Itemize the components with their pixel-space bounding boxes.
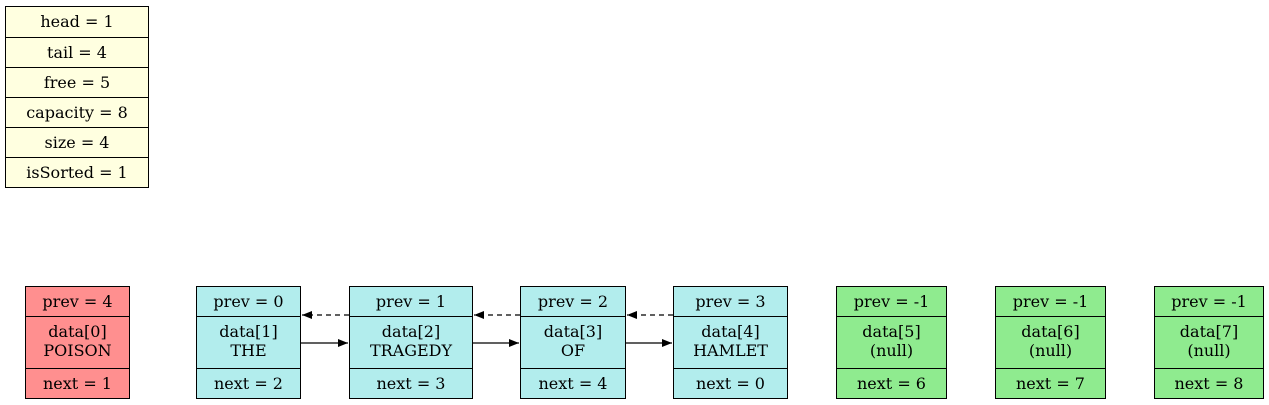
node-data: data[7] (null) <box>1155 317 1263 369</box>
node-next: next = 6 <box>857 374 926 393</box>
node-data-label: data[7] <box>1179 322 1239 341</box>
node-data: data[5] (null) <box>837 317 946 369</box>
node-value: (null) <box>1187 341 1231 360</box>
node-data-label: data[5] <box>862 322 921 341</box>
node-next: next = 1 <box>43 374 112 393</box>
node-prev: prev = 4 <box>26 287 129 317</box>
node-data-label: data[0] <box>48 322 107 341</box>
node-3: prev = 2 data[3] OF next = 4 <box>520 286 626 399</box>
node-prev: prev = -1 <box>1155 287 1263 317</box>
node-data: data[4] HAMLET <box>674 317 787 369</box>
size-field: size = 4 <box>6 127 148 157</box>
tail-field: tail = 4 <box>6 37 148 67</box>
node-5: prev = -1 data[5] (null) next = 6 <box>836 286 947 399</box>
node-data-label: data[3] <box>543 322 603 341</box>
node-4: prev = 3 data[4] HAMLET next = 0 <box>673 286 788 399</box>
node-value: (null) <box>1028 341 1073 360</box>
node-prev: prev = 1 <box>350 287 472 317</box>
node-prev: prev = 0 <box>197 287 300 317</box>
node-data: data[2] TRAGEDY <box>350 317 472 369</box>
node-prev: prev = -1 <box>837 287 946 317</box>
node-value: THE <box>230 341 267 360</box>
node-value: TRAGEDY <box>369 341 453 360</box>
node-next: next = 2 <box>214 374 283 393</box>
node-data: data[3] OF <box>521 317 625 369</box>
node-next: next = 8 <box>1174 374 1244 393</box>
node-data: data[1] THE <box>197 317 300 369</box>
node-next: next = 3 <box>376 374 446 393</box>
node-0: prev = 4 data[0] POISON next = 1 <box>25 286 130 399</box>
node-7: prev = -1 data[7] (null) next = 8 <box>1154 286 1264 399</box>
node-data-label: data[4] <box>701 322 760 341</box>
node-next: next = 7 <box>1016 374 1085 393</box>
node-data-label: data[6] <box>1021 322 1080 341</box>
node-data: data[0] POISON <box>26 317 129 369</box>
node-value: HAMLET <box>693 341 768 360</box>
node-prev: prev = 2 <box>521 287 625 317</box>
node-2: prev = 1 data[2] TRAGEDY next = 3 <box>349 286 473 399</box>
node-value: OF <box>560 341 586 360</box>
capacity-field: capacity = 8 <box>6 97 148 127</box>
head-field: head = 1 <box>40 12 114 31</box>
node-1: prev = 0 data[1] THE next = 2 <box>196 286 301 399</box>
node-6: prev = -1 data[6] (null) next = 7 <box>995 286 1106 399</box>
node-next: next = 0 <box>696 374 765 393</box>
node-prev: prev = 3 <box>674 287 787 317</box>
node-data: data[6] (null) <box>996 317 1105 369</box>
node-prev: prev = -1 <box>996 287 1105 317</box>
node-value: (null) <box>869 341 914 360</box>
node-data-label: data[1] <box>219 322 278 341</box>
node-data-label: data[2] <box>381 322 441 341</box>
list-info-table: head = 1 tail = 4 free = 5 capacity = 8 … <box>5 6 149 188</box>
node-value: POISON <box>43 341 112 360</box>
free-field: free = 5 <box>6 67 148 97</box>
node-next: next = 4 <box>538 374 608 393</box>
is-sorted-field: isSorted = 1 <box>6 157 148 187</box>
